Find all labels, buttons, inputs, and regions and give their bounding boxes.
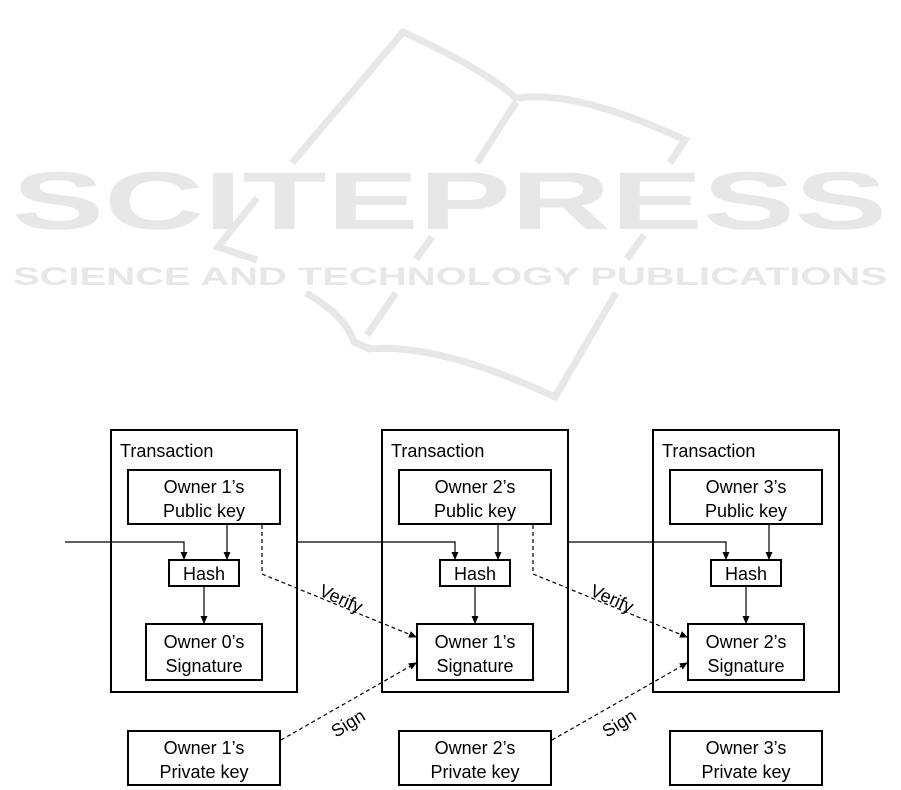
signature-label: Signature (707, 656, 784, 676)
private-key-label: Private key (701, 762, 790, 782)
private-key-box (669, 730, 823, 786)
verify-label-1: Verify (316, 580, 365, 617)
hash-box (439, 559, 511, 587)
private-key-box (398, 730, 552, 786)
public-key-label: Public key (705, 501, 787, 521)
signature-label: Signature (436, 656, 513, 676)
transaction-2: Transaction Owner 2’s Public key Hash Ow… (381, 429, 569, 786)
verify-arrow-2 (532, 525, 688, 638)
private-key-owner: Owner 3’s (706, 738, 787, 758)
public-key-box (398, 469, 552, 525)
hash-label: Hash (725, 564, 767, 584)
public-key-label: Public key (434, 501, 516, 521)
verify-label-2: Verify (587, 580, 636, 617)
signature-box (687, 623, 805, 681)
transaction-label: Transaction (120, 441, 213, 461)
private-key-label: Private key (430, 762, 519, 782)
signature-box (416, 623, 534, 681)
chain-arrow-1-2 (297, 541, 459, 560)
signature-owner: Owner 2’s (706, 632, 787, 652)
sign-arrow-1 (280, 662, 417, 741)
signature-box (145, 623, 263, 681)
transaction-1: Transaction Owner 1’s Public key Hash Ow… (110, 429, 298, 786)
hash-label: Hash (454, 564, 496, 584)
private-key-box (127, 730, 281, 786)
chain-arrow-2-3 (568, 541, 730, 560)
private-key-owner: Owner 2’s (435, 738, 516, 758)
sign-arrow-2 (551, 662, 688, 741)
transaction-label: Transaction (391, 441, 484, 461)
previous-transaction-arrow (65, 541, 188, 560)
signature-owner: Owner 1’s (435, 632, 516, 652)
hash-box (168, 559, 240, 587)
watermark-book-icon (212, 27, 691, 402)
sign-label-2: Sign (599, 705, 640, 741)
public-key-owner: Owner 2’s (435, 477, 516, 497)
hash-label: Hash (183, 564, 225, 584)
signature-label: Signature (165, 656, 242, 676)
public-key-box (669, 469, 823, 525)
transaction-label: Transaction (662, 441, 755, 461)
watermark-subtitle: SCIENCE AND TECHNOLOGY PUBLICATIONS (13, 263, 887, 291)
public-key-box (127, 469, 281, 525)
public-key-owner: Owner 3’s (706, 477, 787, 497)
private-key-label: Private key (159, 762, 248, 782)
private-key-owner: Owner 1’s (164, 738, 245, 758)
verify-arrow-1 (261, 525, 417, 638)
public-key-label: Public key (163, 501, 245, 521)
sign-label-1: Sign (328, 705, 369, 741)
watermark-title: SCITEPRESS (12, 156, 887, 247)
signature-owner: Owner 0’s (164, 632, 245, 652)
public-key-owner: Owner 1’s (164, 477, 245, 497)
transaction-3: Transaction Owner 3’s Public key Hash Ow… (652, 429, 840, 786)
